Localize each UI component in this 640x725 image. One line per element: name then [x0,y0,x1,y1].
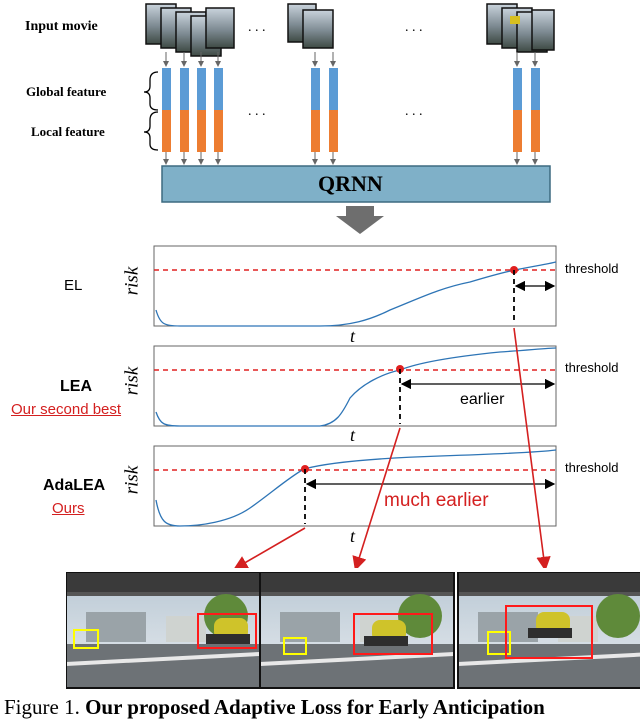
input-movie-label: Input movie [25,19,98,34]
scene-images [66,572,640,689]
global-feature-bar [197,68,206,110]
plot-adalea-annotation: much earlier [384,490,489,511]
local-feature-bar [214,110,223,152]
caption-title: Our proposed Adaptive Loss for Early Ant… [85,695,545,719]
scene-image-1 [66,572,261,689]
plot-el-xlabel: t [350,326,356,346]
architecture-diagram [143,3,555,234]
plot-lea-subtitle: Our second best [11,401,122,418]
plot-lea-name: LEA [60,378,92,395]
frame-stack-3 [486,3,555,53]
qrnn-label: QRNN [318,171,383,196]
local-feature-bar [162,110,171,152]
global-feature-bar [162,68,171,110]
plot-lea-ylabel: risk [121,366,143,396]
frame-stack-2 [287,3,334,49]
plot-adalea-xlabel: t [350,526,356,546]
ellipsis-mid-1: . . . [248,104,266,119]
plot-adalea [153,445,557,527]
local-feature-bar [329,110,338,152]
plot-el [153,245,557,327]
down-arrow [336,206,384,234]
local-feature-bar [513,110,522,152]
local-feature-bar [311,110,320,152]
plot-lea [153,345,557,427]
plot-el-ylabel: risk [121,266,143,296]
local-feature-bar [197,110,206,152]
local-feature-label: Local feature [31,124,105,139]
plot-el-name: EL [64,277,83,294]
scene-image-2 [259,572,455,689]
frame-stack-1 [145,3,235,57]
scene-image-3 [457,572,640,689]
global-feature-label: Global feature [26,84,107,99]
ellipsis-mid-2: . . . [405,104,423,119]
global-feature-bar [329,68,338,110]
global-brace [143,71,159,111]
ellipsis-top-2: . . . [405,20,423,35]
global-feature-bar [180,68,189,110]
risk-plots [153,245,557,568]
plot-adalea-threshold: threshold [565,460,619,475]
global-feature-bar [214,68,223,110]
figure-caption: Figure 1. Our proposed Adaptive Loss for… [4,695,640,720]
plot-adalea-ylabel: risk [121,465,143,495]
qrnn-box [161,165,551,203]
plot-lea-annotation: earlier [460,391,505,408]
global-feature-bar [311,68,320,110]
global-feature-bar [513,68,522,110]
local-brace [143,111,159,151]
caption-prefix: Figure 1. [4,695,80,719]
local-feature-bar [180,110,189,152]
plot-adalea-name: AdaLEA [43,477,106,494]
plot-el-threshold: threshold [565,261,619,276]
plot-lea-xlabel: t [350,425,356,445]
global-feature-bar [531,68,540,110]
feature-columns [162,52,540,165]
plot-lea-threshold: threshold [565,360,619,375]
red-arrow-lea [352,427,401,568]
ellipsis-top-1: . . . [248,20,266,35]
plot-adalea-subtitle: Ours [52,500,85,517]
local-feature-bar [531,110,540,152]
red-arrow-adalea [233,527,306,568]
red-arrow-el [513,327,551,568]
